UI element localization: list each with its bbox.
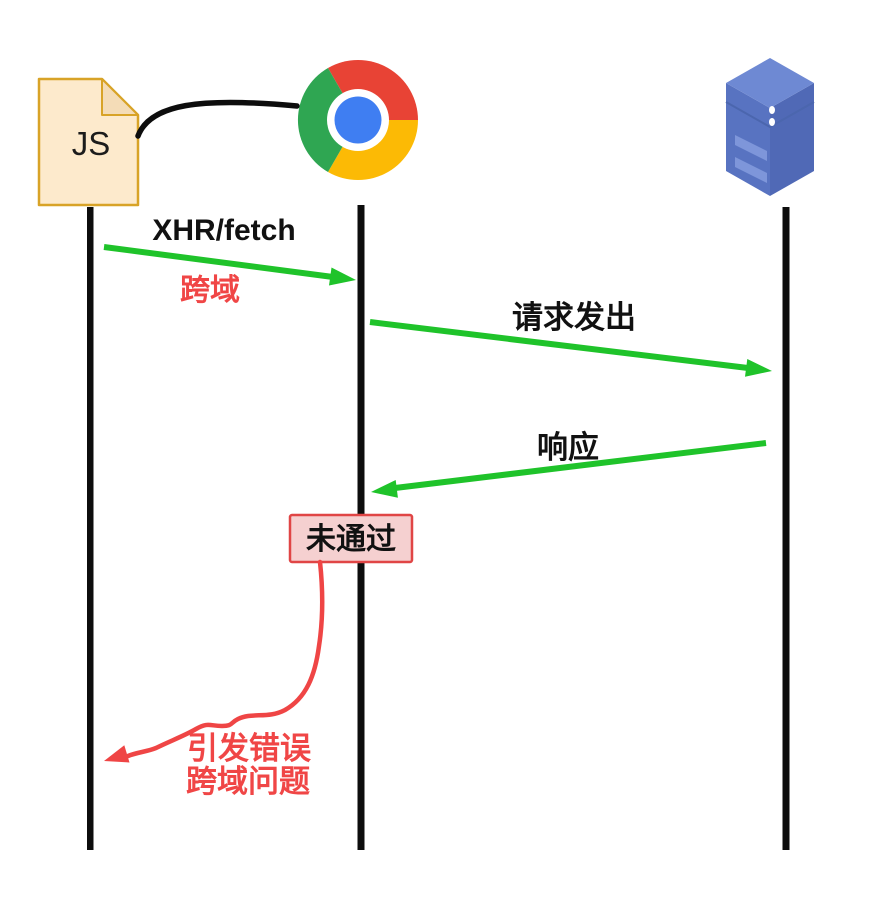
chrome-blue-center [334, 96, 382, 144]
response-arrowhead [371, 480, 398, 498]
chrome-icon [297, 59, 418, 181]
request-sent-label: 请求发出 [512, 300, 636, 335]
xhr-fetch-label: XHR/fetch [152, 214, 295, 247]
js-file-fold-corner [101, 78, 139, 116]
cross-origin-note-label: 跨域 [180, 274, 240, 307]
server-lid-edge [725, 101, 815, 129]
cors-fail-box-rect [288, 513, 414, 564]
server-led-dot-top [769, 106, 775, 114]
xhr-fetch-arrowhead [329, 267, 356, 286]
js-file-label: JS [72, 125, 111, 162]
xhr-fetch-arrow [103, 244, 334, 280]
response-arrow [394, 440, 767, 491]
server-vent-stripe-1 [735, 135, 767, 161]
server-top-face [726, 58, 814, 108]
error-arrow-curve [125, 559, 325, 759]
error-note-line1: 引发错误 [187, 731, 312, 766]
xhr-fetch-message: XHR/fetch 跨域 [103, 214, 356, 307]
cors-fail-box: 未通过 [288, 513, 414, 564]
response-label: 响应 [537, 430, 599, 465]
server-lifeline [782, 207, 790, 850]
request-sent-arrow [369, 319, 749, 371]
js-file-icon: JS [37, 77, 140, 207]
request-sent-message: 请求发出 [369, 300, 772, 377]
server-vent-stripe-2 [735, 157, 767, 183]
request-sent-arrowhead [745, 359, 772, 377]
server-icon [725, 58, 815, 196]
response-message: 响应 [371, 430, 767, 498]
error-note-line2: 跨域问题 [186, 764, 310, 799]
error-arrow [104, 559, 325, 763]
cors-fail-label: 未通过 [306, 523, 396, 556]
js-to-browser-connector [135, 99, 300, 139]
server-led-dot-bottom [769, 118, 775, 126]
error-arrowhead [104, 745, 130, 763]
js-lifeline [87, 207, 94, 850]
server-right-face [770, 83, 814, 196]
